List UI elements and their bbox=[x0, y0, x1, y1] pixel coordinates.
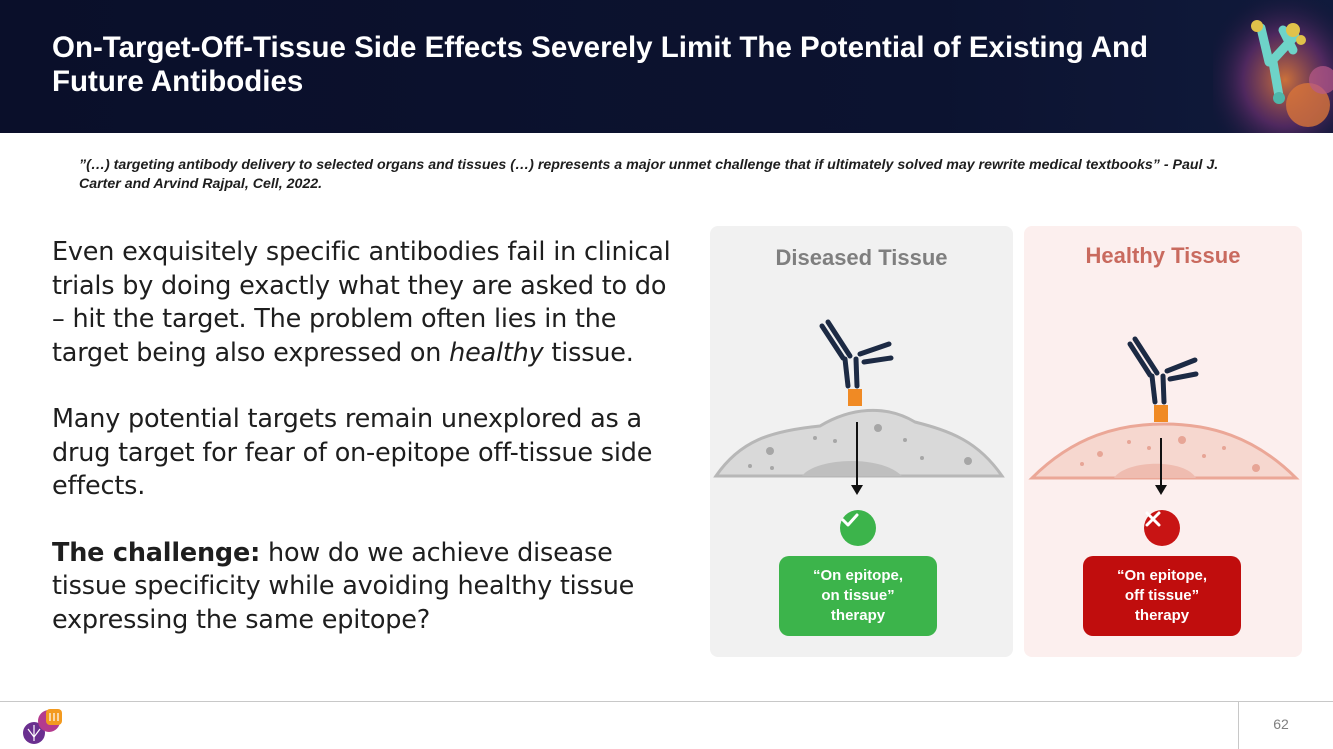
diseased-tissue-title: Diseased Tissue bbox=[775, 245, 948, 270]
challenge-label: The challenge: bbox=[52, 537, 261, 568]
challenge-text: how do we achieve disease tissue specifi… bbox=[52, 537, 635, 635]
on-tissue-therapy-pill: “On epitope, on tissue” therapy bbox=[779, 556, 937, 636]
pill-line-2: off tissue” bbox=[1124, 587, 1200, 604]
footer-divider bbox=[0, 701, 1333, 702]
company-logo-icon bbox=[23, 709, 62, 744]
header-banner: On-Target-Off-Tissue Side Effects Severe… bbox=[0, 0, 1333, 133]
pill-line-1: “On epitope, bbox=[1117, 567, 1207, 584]
pill-line-3: therapy bbox=[1134, 607, 1190, 624]
diseased-tissue-panel: Diseased Tissue “On epitope, on tissue” bbox=[710, 226, 1013, 657]
paragraph-challenge: The challenge: how do we achieve disease… bbox=[52, 537, 672, 638]
body-text: Even exquisitely specific antibodies fai… bbox=[52, 236, 672, 670]
healthy-tissue-title: Healthy Tissue bbox=[1085, 243, 1241, 268]
pill-line-1: “On epitope, bbox=[813, 567, 903, 584]
off-tissue-therapy-pill: “On epitope, off tissue” therapy bbox=[1083, 556, 1241, 636]
healthy-emphasis: healthy bbox=[449, 337, 544, 368]
healthy-tissue-illustration bbox=[1028, 336, 1300, 495]
quote-text: ”(…) targeting antibody delivery to sele… bbox=[79, 157, 1219, 192]
paragraph-problem: Even exquisitely specific antibodies fai… bbox=[52, 236, 672, 370]
pill-line-3: therapy bbox=[830, 607, 886, 624]
paragraph-unexplored: Many potential targets remain unexplored… bbox=[52, 404, 653, 501]
page-number-divider bbox=[1238, 702, 1239, 749]
diseased-tissue-illustration bbox=[713, 319, 1005, 495]
healthy-tissue-panel: Healthy Tissue “On epitope, off tissue” bbox=[1024, 226, 1302, 657]
page-title: On-Target-Off-Tissue Side Effects Severe… bbox=[52, 31, 1149, 98]
page-number: 62 bbox=[1273, 716, 1289, 732]
pill-line-2: on tissue” bbox=[821, 587, 895, 604]
check-icon bbox=[840, 510, 876, 546]
antibody-art-image bbox=[1213, 0, 1333, 133]
x-icon bbox=[1144, 510, 1180, 546]
paragraph-problem-start: Even exquisitely specific antibodies fai… bbox=[52, 237, 671, 368]
paragraph-problem-end: tissue. bbox=[543, 337, 634, 368]
